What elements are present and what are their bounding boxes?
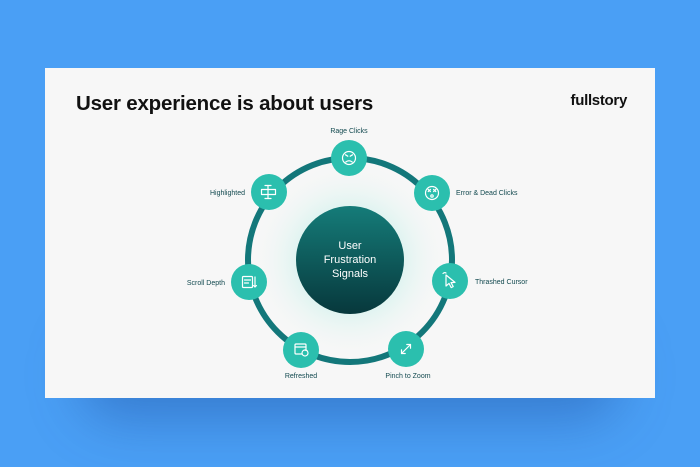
node-label-rage-clicks: Rage Clicks [330, 128, 368, 135]
browser-refresh-icon [294, 343, 309, 357]
text-cursor-icon [260, 184, 277, 200]
node-refreshed: Refreshed [283, 332, 319, 380]
frustration-signals-diagram: User Frustration Signals Rage Clicks [187, 128, 528, 380]
node-pinch-to-zoom: Pinch to Zoom [385, 331, 431, 380]
slide-title: User experience is about users [76, 92, 374, 115]
expand-arrows-icon [400, 343, 412, 355]
node-label-pinch-to-zoom: Pinch to Zoom [385, 373, 430, 380]
node-thrashed-cursor: Thrashed Cursor [432, 263, 528, 299]
node-label-highlighted: Highlighted [210, 190, 245, 197]
center-line-3: Signals [332, 268, 369, 280]
node-error-dead-clicks: Error & Dead Clicks [414, 175, 518, 211]
node-label-scroll-depth: Scroll Depth [187, 280, 225, 287]
scroll-list-icon [241, 275, 257, 289]
node-scroll-depth: Scroll Depth [187, 264, 267, 300]
fullstory-logo: fullstory [570, 92, 628, 109]
center-circle [296, 206, 404, 314]
cursor-pointer-icon [442, 272, 456, 289]
angry-face-icon [341, 150, 357, 166]
dizzy-face-icon [424, 185, 440, 201]
node-highlighted: Highlighted [210, 174, 287, 210]
center-line-2: Frustration [324, 254, 377, 266]
slide: User experience is about users fullstory… [45, 68, 655, 398]
center-line-1: User [338, 240, 362, 252]
node-label-refreshed: Refreshed [285, 373, 317, 380]
node-label-error-dead-clicks: Error & Dead Clicks [456, 190, 518, 197]
node-label-thrashed-cursor: Thrashed Cursor [475, 279, 528, 286]
node-rage-clicks: Rage Clicks [330, 128, 368, 176]
